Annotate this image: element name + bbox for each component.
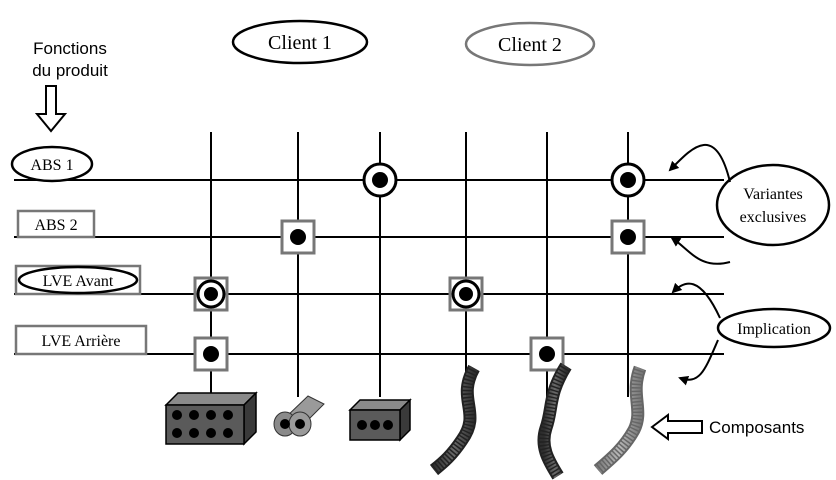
client-2-ellipse — [464, 21, 596, 67]
connector-block-8-icon — [164, 391, 258, 446]
components-label: Composants — [709, 418, 804, 437]
dark-cable-icon — [429, 364, 480, 476]
client-2-label: Client 2 — [498, 34, 562, 56]
lve-arriere-box-frame — [14, 324, 148, 356]
marker-abs2-component6 — [610, 219, 646, 255]
twin-cylinder-connector-icon — [273, 395, 325, 437]
client-1-label: Client 1 — [268, 32, 332, 54]
marker-lve-arriere-component1 — [193, 336, 229, 372]
exclusive-variants-line2: exclusives — [740, 209, 807, 226]
function-label-abs1: ABS 1 — [30, 157, 73, 174]
functions-label-line2: du produit — [32, 61, 108, 80]
connector-block-3-icon — [348, 398, 412, 442]
exclusive-variants-ellipse — [715, 163, 831, 247]
abs2-box-frame — [16, 209, 96, 239]
left-arrow-icon — [650, 413, 703, 441]
marker-lve-arriere-component5 — [529, 336, 565, 372]
light-cable-icon — [593, 365, 647, 475]
component-lines — [210, 132, 629, 397]
implication-ellipse — [716, 307, 832, 349]
function-label-lve-avant: LVE Avant — [43, 273, 114, 290]
client-1-ellipse — [231, 19, 369, 65]
implication-arrows — [671, 282, 721, 386]
function-label-lve-arriere: LVE Arrière — [42, 333, 121, 350]
marker-lve-avant-component1 — [193, 276, 229, 312]
down-arrow-icon — [34, 85, 68, 133]
lve-avant-ellipse-frame — [17, 265, 139, 295]
functions-label-line1: Fonctions — [33, 39, 107, 58]
marker-abs2-component2 — [280, 219, 316, 255]
marker-abs1-component6 — [610, 162, 646, 198]
implication-label: Implication — [737, 321, 811, 338]
exclusive-variants-line1: Variantes — [743, 186, 803, 203]
dark-cable-2-icon — [537, 362, 572, 480]
function-label-abs2: ABS 2 — [34, 217, 77, 234]
marker-abs1-component3 — [362, 162, 398, 198]
abs1-ellipse-frame — [10, 145, 94, 183]
marker-lve-avant-component4 — [448, 276, 484, 312]
exclusive-variants-arrows — [668, 144, 731, 265]
